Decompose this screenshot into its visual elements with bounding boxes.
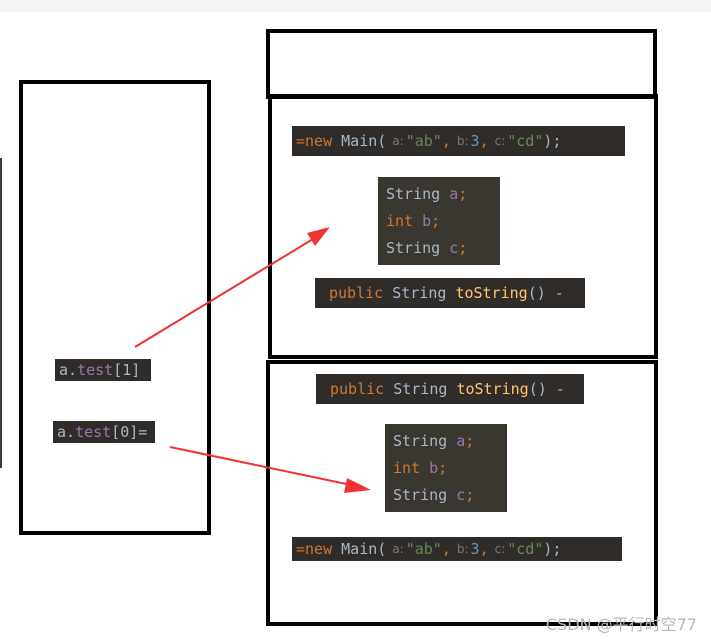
array-box [19,80,211,535]
arg-a: "ab" [405,132,442,150]
comma: , [441,540,451,558]
ref-tail: = [138,423,148,441]
arg-b: 3 [470,132,480,150]
array-index: [0] [111,423,139,441]
param-hint-b: b: [456,542,469,556]
top-bar [0,0,711,12]
field-name: c [456,485,466,504]
edge-strip [0,158,2,468]
modifier: public [329,284,384,302]
arg-c: "cd" [507,540,544,558]
field-name: b [422,211,432,230]
array-member: test [75,423,112,441]
arrow-test0-to-object2 [169,446,357,487]
fields-block-1: String a; int b; String c; [378,177,500,265]
new-keyword: =new [296,540,342,558]
field-line-c: String c; [386,235,467,262]
field-name: b [429,458,439,477]
comma: , [441,132,451,150]
array-index: [1] [113,361,141,379]
field-type: int [386,211,414,230]
arrow-test1-to-object1 [134,235,319,348]
array-var: a [59,361,69,379]
arrowhead-2 [344,478,371,493]
param-hint-b: b: [456,134,469,148]
new-keyword: =new [296,132,342,150]
tostring-method-1: public String toString() - [315,278,585,308]
constructor-call-1: =new Main( a:"ab", b:3, c:"cd"); [292,126,625,156]
semicolon: ; [465,485,475,504]
object-box-2 [266,360,658,626]
constructor-call-2: =new Main( a:"ab", b:3, c:"cd"); [292,537,622,561]
watermark: CSDN @平行时空77 [545,615,697,634]
class-name: Main [341,132,378,150]
fields-block-2: String a; int b; String c; [385,424,507,512]
array-member: test [77,361,114,379]
param-hint-a: a: [392,134,404,148]
semicolon: ; [438,458,448,477]
return-type: String [392,284,447,302]
return-type: String [393,380,448,398]
field-type: String [386,238,441,257]
dot: . [68,361,78,379]
semicolon: ; [458,238,468,257]
field-line-a: String a; [393,428,474,455]
field-line-b: int b; [386,208,440,235]
arrowhead-1 [307,227,330,246]
method-parens: () [528,380,547,398]
field-type: String [386,184,441,203]
field-type: int [393,458,421,477]
comma: , [479,540,489,558]
tostring-method-2: public String toString() - [316,374,584,404]
method-name: toString [456,380,529,398]
open-paren: ( [377,132,387,150]
close-paren: ); [543,132,562,150]
method-tail: - [545,284,564,302]
field-line-a: String a; [386,181,467,208]
arg-a: "ab" [405,540,442,558]
arg-c: "cd" [507,132,544,150]
object-box-1 [268,94,658,359]
array-ref-test-1: a.test[1] [55,359,151,381]
comma: , [479,132,489,150]
param-hint-a: a: [392,542,404,556]
method-tail: - [546,380,565,398]
open-paren: ( [377,540,387,558]
close-paren: ); [543,540,562,558]
method-parens: () [527,284,546,302]
param-hint-c: c: [494,134,506,148]
class-name: Main [341,540,378,558]
field-name: a [456,431,466,450]
arg-b: 3 [470,540,480,558]
array-ref-test-0: a.test[0]= [53,421,155,443]
field-line-b: int b; [393,455,447,482]
param-hint-c: c: [494,542,506,556]
field-name: a [449,184,459,203]
field-line-c: String c; [393,482,474,509]
semicolon: ; [431,211,441,230]
method-name: toString [455,284,528,302]
semicolon: ; [465,431,475,450]
array-var: a [57,423,67,441]
field-type: String [393,485,448,504]
semicolon: ; [458,184,468,203]
field-name: c [449,238,459,257]
field-type: String [393,431,448,450]
modifier: public [330,380,385,398]
dot: . [66,423,76,441]
